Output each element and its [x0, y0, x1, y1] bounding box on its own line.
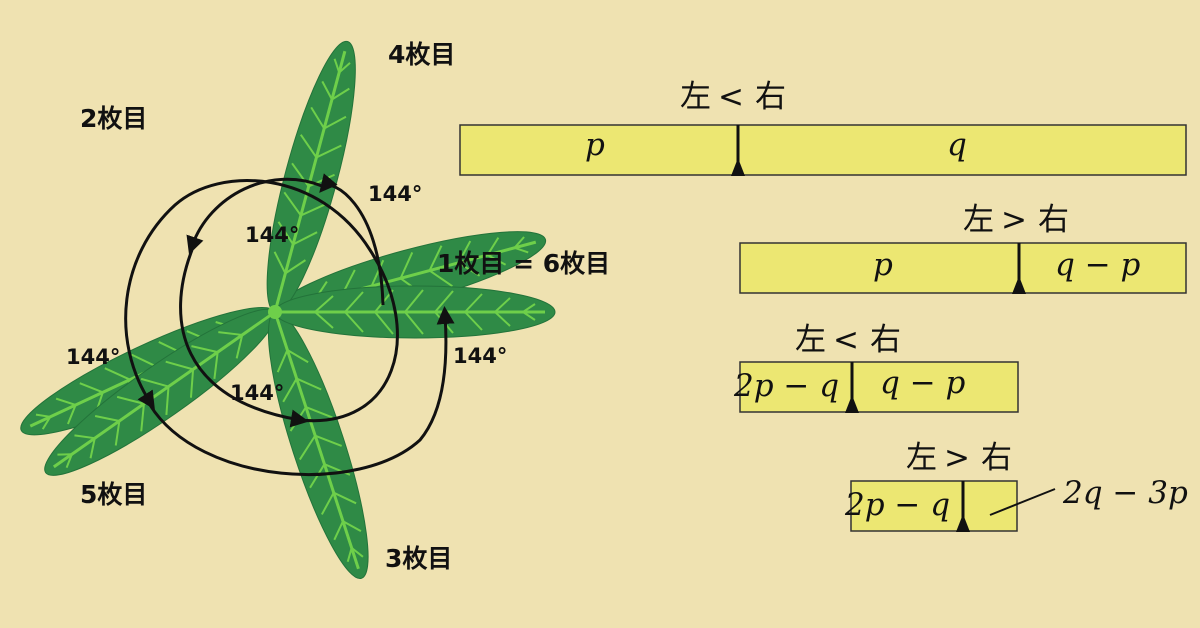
leaf-label-3: 3枚目	[385, 544, 452, 573]
cmp-2-right: 右	[1038, 202, 1069, 238]
bar-1-left-label: p	[585, 127, 605, 163]
bar-2: p q − p	[739, 242, 1187, 294]
cmp-1-sign: <	[718, 79, 744, 115]
bar-3: 2p − q q − p	[733, 361, 1019, 413]
arc-2-to-3	[186, 177, 323, 255]
bar-4-left-label: 2p − q	[844, 487, 950, 523]
leaf-label-4: 4枚目	[388, 40, 455, 69]
comparison-2: 左 > 右	[963, 202, 1069, 238]
comparison-4: 左 > 右	[906, 440, 1012, 476]
leaf-label-2: 2枚目	[80, 104, 147, 133]
cmp-4-sign: >	[944, 440, 970, 476]
cmp-1-right: 右	[755, 79, 786, 115]
bar-1-fulcrum	[731, 158, 745, 176]
angle-label-3: 144°	[66, 345, 120, 369]
bar-4-rect	[850, 480, 1018, 532]
angle-label-5: 144°	[453, 344, 507, 368]
bar-3-rect	[739, 361, 1019, 413]
leaf-label-1: 1枚目 = 6枚目	[437, 249, 610, 278]
bar-2-left-label: p	[873, 247, 893, 283]
bar-3-right-label: q − p	[880, 365, 966, 401]
cmp-4-left: 左	[906, 440, 937, 476]
spiral-arrows	[124, 173, 455, 477]
cmp-2-sign: >	[1001, 202, 1027, 238]
comparison-1: 左 < 右	[680, 79, 786, 115]
cmp-3-right: 右	[870, 322, 901, 358]
bar-2-right-label: q − p	[1055, 247, 1141, 283]
cmp-4-right: 右	[981, 440, 1012, 476]
bar-1-right-label: q	[947, 127, 967, 163]
leaf-label-5: 5枚目	[80, 480, 147, 509]
cmp-1-left: 左	[680, 79, 711, 115]
arc-1-to-2	[319, 173, 385, 306]
leaves	[8, 33, 557, 588]
bar-4: 2p − q 2q − 3p	[844, 475, 1188, 532]
comparison-3: 左 < 右	[795, 322, 901, 358]
cmp-3-sign: <	[833, 322, 859, 358]
stem-center	[268, 305, 282, 319]
bar-3-left-label: 2p − q	[733, 368, 839, 404]
bar-1-rect	[459, 124, 1187, 176]
cmp-2-left: 左	[963, 202, 994, 238]
bar-2-fulcrum	[1012, 276, 1026, 294]
leaf-1	[273, 284, 557, 340]
leaf-3	[248, 302, 388, 588]
bar-4-fulcrum	[956, 514, 970, 532]
bar-2-rect	[739, 242, 1187, 294]
angle-label-2: 144°	[245, 223, 299, 247]
angle-label-4: 144°	[230, 381, 284, 405]
cmp-3-left: 左	[795, 322, 826, 358]
bar-1: p q	[459, 124, 1187, 176]
arc-4-to-5	[124, 179, 399, 423]
arc-3-to-4	[179, 249, 309, 428]
bar-4-leader-line	[989, 488, 1056, 516]
arc-5-to-6	[148, 306, 455, 477]
angle-label-1: 144°	[368, 182, 422, 206]
bar-4-right-label: 2q − 3p	[1062, 475, 1188, 511]
bar-3-fulcrum	[845, 395, 859, 413]
